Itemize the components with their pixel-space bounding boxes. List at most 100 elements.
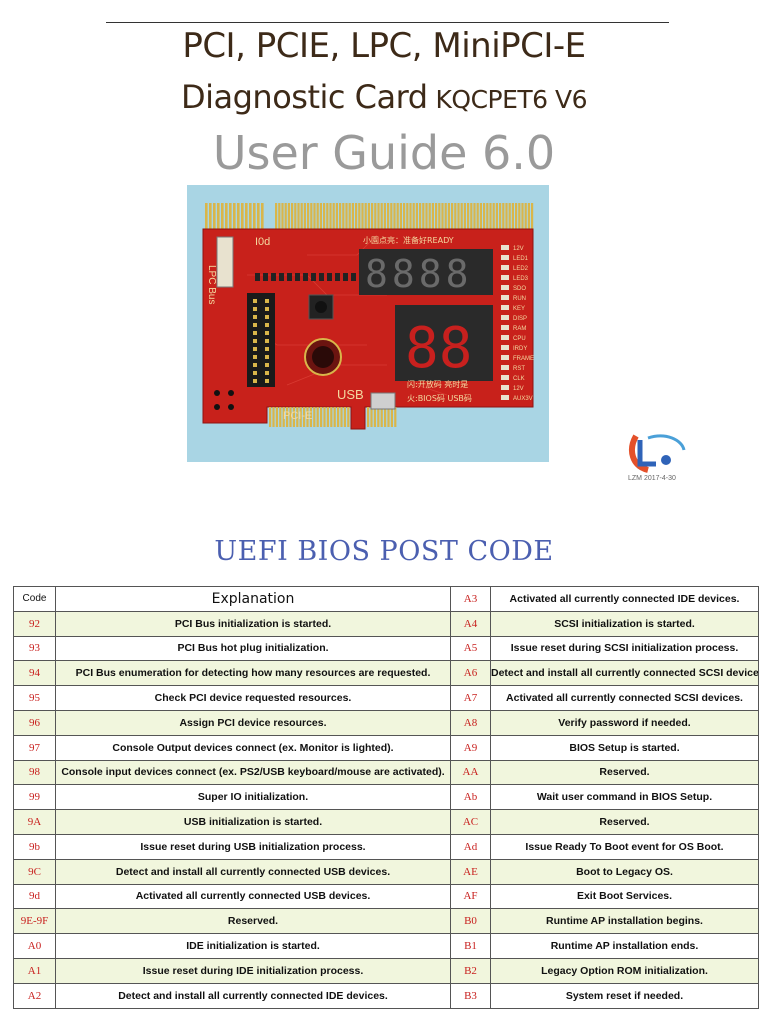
table-cell-text: PCI Bus hot plug initialization. [55,635,451,662]
header-explanation: Explanation [55,586,451,612]
silk-top: 小園点亮：准备好READY [363,235,454,245]
display-2digit [395,305,493,381]
led-label: SDO [513,286,526,292]
table-cell-code: 96 [13,709,56,736]
table-cell-code: 94 [13,660,56,687]
table-cell-text2: Exit Boot Services. [490,883,759,910]
table-cell-text: Issue reset during IDE initialization pr… [55,957,451,984]
table-cell-text2: SCSI initialization is started. [490,610,759,637]
table-cell-code: A2 [13,982,56,1009]
table-cell-code2: A5 [450,635,491,662]
led-label: 12V [513,246,524,252]
guide-title: User Guide 6.0 [212,126,556,180]
table-cell-text2: Activated all currently connected SCSI d… [490,685,759,711]
silk-pcie: PCI-E [283,410,312,422]
table-cell-code: 9C [13,858,56,885]
table-cell-code: 92 [13,610,56,637]
table-cell-code2: AC [450,809,491,835]
logo-caption: LZM 2017-4-30 [628,475,676,482]
table-cell-code2: A7 [450,685,491,711]
table-cell-code: 9E-9F [13,908,56,935]
display-2digit-text: 88 [405,316,472,381]
led-label: RAM [513,326,526,332]
table-cell-text2: Detect and install all currently connect… [490,660,759,687]
led-label: CLK [513,376,525,382]
led-label: KEY [513,306,525,312]
table-cell-code: A1 [13,957,56,984]
table-cell-code2: B1 [450,933,491,959]
table-cell-text2: Boot to Legacy OS. [490,858,759,885]
table-cell-code2: B2 [450,957,491,984]
table-cell-text2: Runtime AP installation begins. [490,908,759,935]
table-cell-code: 9d [13,883,56,910]
table-cell-code: 99 [13,784,56,811]
led-label: LED2 [513,266,529,272]
table-cell-text: Check PCI device requested resources. [55,685,451,711]
led-label: RST [513,366,525,372]
table-cell-text2: BIOS Setup is started. [490,734,759,761]
table-cell-text2: Legacy Option ROM initialization. [490,957,759,984]
usb-port [370,392,396,410]
table-cell-text2: System reset if needed. [490,982,759,1009]
table-cell-text: PCI Bus enumeration for detecting how ma… [55,660,451,687]
section-title: UEFI BIOS POST CODE [214,536,554,567]
table-cell-code2: A9 [450,734,491,761]
led-label: FRAME [513,356,534,362]
table-cell-code: A0 [13,933,56,959]
table-cell-code2: AF [450,883,491,910]
led-label: DISP [513,316,527,322]
table-cell-code2: A6 [450,660,491,687]
table-cell-text: Activated all currently connected USB de… [55,883,451,910]
post-code-table: Code Explanation A3 Activated all curren… [13,586,759,1009]
display-4digit [359,249,493,295]
led-label: CPU [513,336,526,342]
table-cell-code2: AE [450,858,491,885]
silk-usb: USB [337,387,364,402]
led-label: LED1 [513,256,529,262]
title-line1: PCI, PCIE, LPC, MiniPCI-E [182,26,586,66]
table-header-row: Code Explanation A3 Activated all curren… [13,586,759,612]
lpc-connector [216,236,234,288]
pin-header [247,293,275,387]
table-cell-text2: Runtime AP installation ends. [490,933,759,959]
table-cell-code: 93 [13,635,56,662]
table-cell-code2: Ab [450,784,491,811]
resistor-row [255,273,356,281]
led-label: LED3 [513,276,529,282]
led-label: 12V [513,386,524,392]
table-cell-code2: Ad [450,833,491,860]
table-cell-code2: AA [450,759,491,786]
table-cell-code2: A3 [450,586,491,612]
table-cell-text: IDE initialization is started. [55,933,451,959]
silk-bottom2: 火:BIOS码 USB码 [407,394,472,403]
table-cell-text2: Verify password if needed. [490,709,759,736]
table-cell-code: 9A [13,809,56,835]
lzm-logo-icon [626,430,686,475]
table-cell-code: 97 [13,734,56,761]
table-cell-text: Reserved. [55,908,451,935]
table-cell-code2: A4 [450,610,491,637]
table-cell-text2: Issue Ready To Boot event for OS Boot. [490,833,759,860]
silk-ioport: I0d [255,236,270,248]
display-4digit-text: 8888 [365,252,473,296]
table-cell-code2: A8 [450,709,491,736]
table-cell-text2: Reserved. [490,759,759,786]
table-cell-text: Super IO initialization. [55,784,451,811]
title-model: KQCPET6 V6 [435,85,588,114]
led-column: 12VLED1LED2LED3SDORUNKEYDISPRAMCPUIRDYFR… [501,245,534,402]
